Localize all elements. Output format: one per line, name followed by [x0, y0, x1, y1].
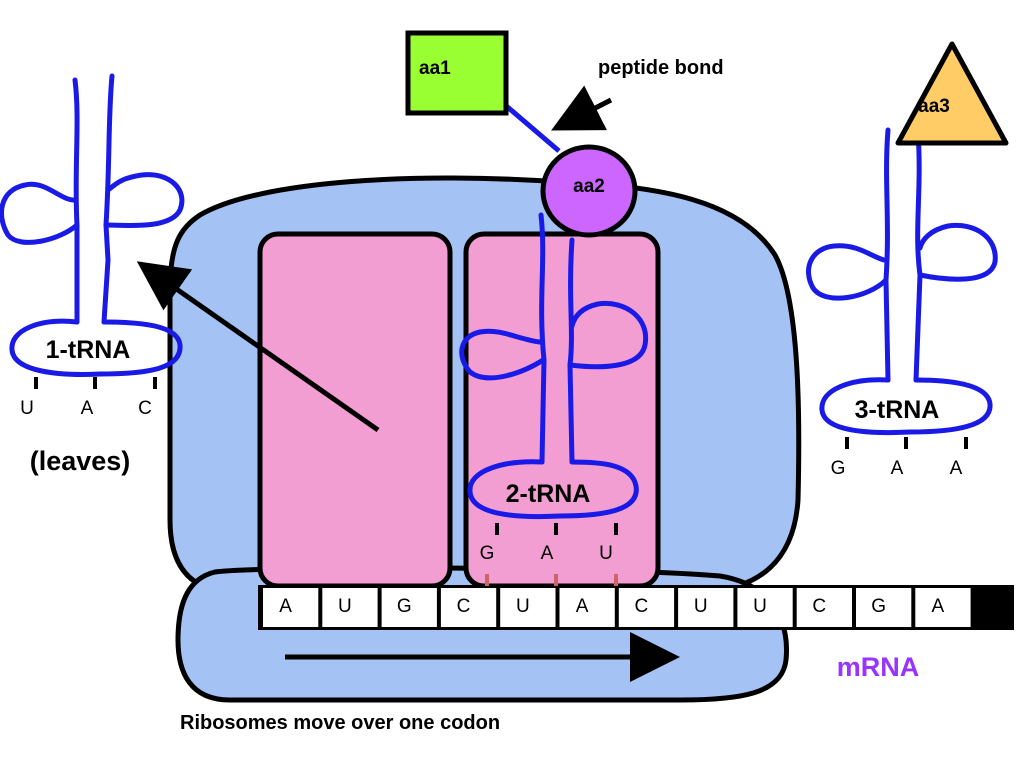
mrna-base-cell	[915, 588, 971, 627]
trna-1-anticodon-3: C	[138, 398, 152, 419]
mrna-base-cell	[263, 588, 319, 627]
trna-3-anticodon-3: A	[950, 458, 963, 479]
mrna-base-cell	[618, 588, 675, 627]
mrna-base-cell	[440, 588, 497, 627]
trna-exit-arrow	[136, 261, 380, 433]
peptide-bond-label: peptide bond	[598, 57, 724, 79]
mrna-base-cell	[381, 588, 437, 627]
mrna-base-5: U	[516, 596, 530, 617]
amino-acid-3-label: aa3	[918, 96, 950, 117]
ribosome-site-right	[463, 231, 661, 589]
trna-2-anticodon-2: A	[541, 543, 554, 564]
mrna-base-7: C	[635, 596, 649, 617]
mrna-base-6: A	[576, 596, 589, 617]
mrna-base-cell	[796, 588, 852, 627]
amino-acid-2-label: aa2	[573, 176, 605, 197]
mrna-base-1: A	[279, 596, 292, 617]
mrna-base-4: C	[457, 596, 471, 617]
mrna-base-cell	[559, 588, 615, 627]
trna-1-status: (leaves)	[30, 446, 131, 476]
trna-2-anticodon-1: G	[480, 543, 495, 564]
trna-3-label: 3-tRNA	[855, 396, 940, 424]
trna-1-label: 1-tRNA	[46, 336, 131, 364]
mrna-base-cell	[678, 588, 734, 627]
amino-acid-2-circle	[540, 144, 638, 238]
peptide-link-line	[502, 102, 561, 153]
mrna-base-2: U	[338, 596, 352, 617]
mrna-base-cell	[737, 588, 793, 627]
mrna-base-cell	[500, 588, 556, 627]
base-pairing-marks	[485, 574, 618, 586]
mrna-base-12: A	[932, 596, 945, 617]
trna-3-anticodon-2: A	[891, 458, 904, 479]
ribosome-site-left	[257, 231, 453, 589]
trna-2-label: 2-tRNA	[506, 480, 591, 508]
mrna-base-9: U	[753, 596, 767, 617]
trna-1	[0, 73, 185, 377]
mrna-base-11: G	[871, 596, 886, 617]
trna-1-anticodon-2: A	[81, 398, 94, 419]
mrna-base-3: G	[397, 596, 412, 617]
anticodon-ticks	[34, 377, 968, 535]
peptide-bond-arrow	[551, 85, 613, 131]
trna-3-anticodon-1: G	[831, 458, 846, 479]
trna-2	[459, 212, 649, 520]
mrna-base-8: U	[694, 596, 708, 617]
amino-acid-3-triangle	[895, 41, 1009, 146]
trna-1-anticodon-1: U	[20, 398, 34, 419]
caption: Ribosomes move over one codon	[180, 712, 500, 734]
trna-3	[806, 127, 998, 436]
mrna-label: mRNA	[837, 652, 920, 682]
amino-acid-1-box	[405, 30, 509, 116]
mrna-base-cell	[322, 588, 378, 627]
mrna-base-cell	[856, 588, 912, 627]
mrna-base-10: C	[812, 596, 826, 617]
amino-acid-1-label: aa1	[419, 58, 451, 79]
trna-2-anticodon-3: U	[599, 543, 613, 564]
